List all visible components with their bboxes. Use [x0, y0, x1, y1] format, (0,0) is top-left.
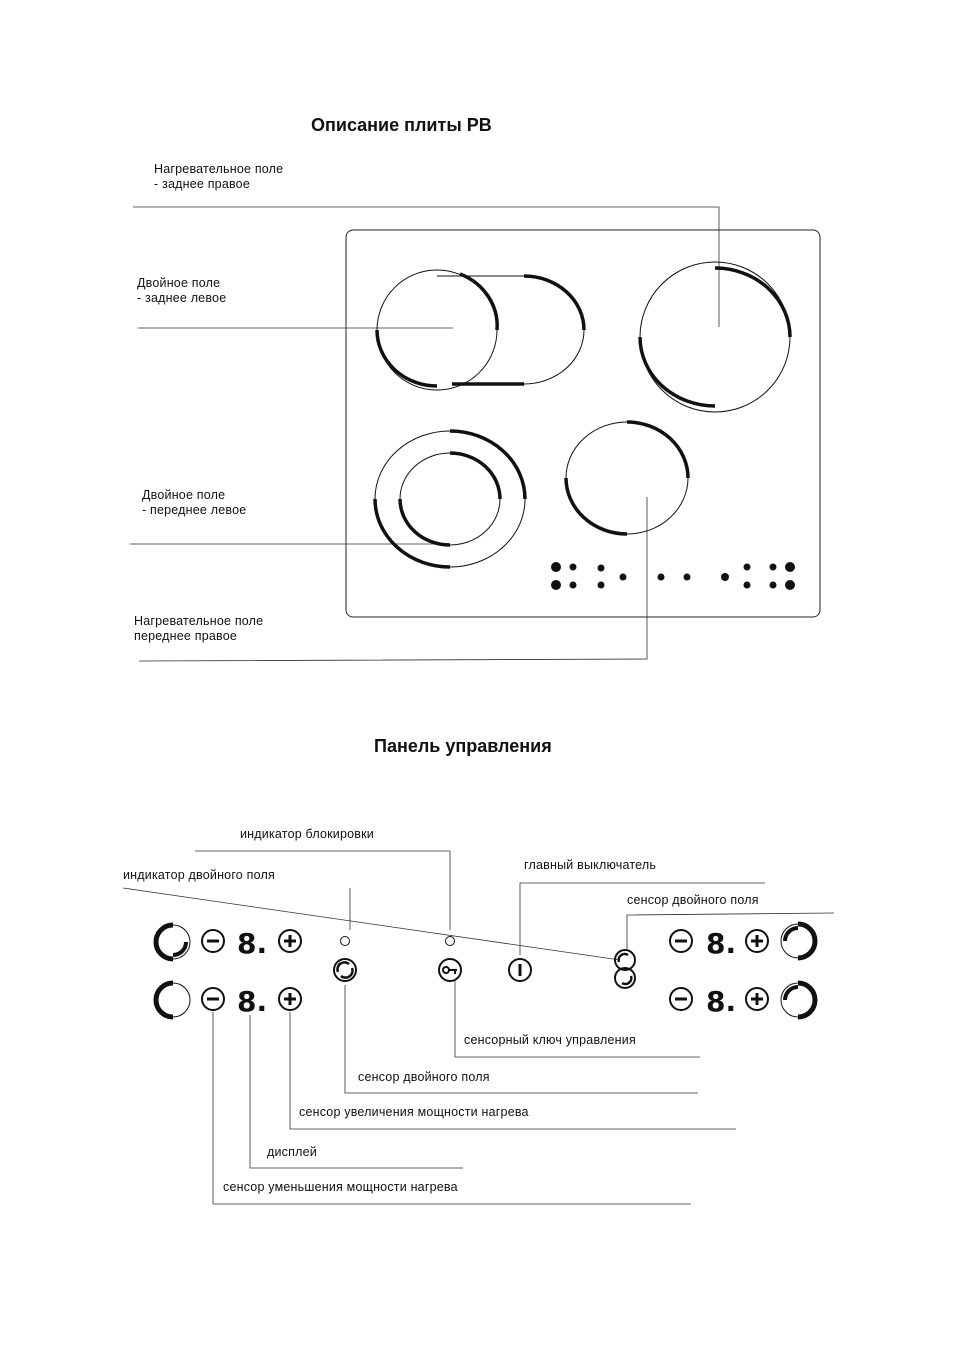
callout-power-down: сенсор уменьшения мощности нагрева	[223, 1180, 458, 1194]
dual-sensor-right	[614, 949, 636, 989]
label-rear-left-line2: - заднее левое	[137, 291, 227, 305]
callout-lock-indicator: индикатор блокировки	[240, 827, 374, 841]
callout-power-up: сенсор увеличения мощности нагрева	[299, 1105, 529, 1119]
callout-dual-sensor: сенсор двойного поля	[358, 1070, 490, 1084]
display-front-right: 8.	[706, 985, 736, 1018]
callout-display: дисплей	[267, 1145, 317, 1159]
display-rear-left: 8.	[237, 927, 267, 960]
zone-icon-rear-right	[780, 921, 818, 961]
zone-front-left-dual	[373, 429, 527, 569]
label-rear-right-line2: - заднее правое	[154, 177, 250, 191]
panel-title: Панель управления	[374, 736, 552, 756]
key-sensor	[438, 958, 462, 982]
plus-sensor-rear-right	[745, 929, 769, 953]
leader-front-right	[138, 497, 648, 662]
zone-icon-front-left	[153, 980, 191, 1020]
zone-icon-front-right	[780, 980, 818, 1020]
zone-icon-rear-left	[153, 922, 191, 962]
minus-sensor-front-right	[669, 987, 693, 1011]
label-front-left-line1: Двойное поле	[142, 488, 226, 502]
display-front-left: 8.	[237, 985, 267, 1018]
hob-title: Описание плиты РВ	[311, 115, 492, 135]
callout-dual-indicator: индикатор двойного поля	[123, 868, 275, 882]
plus-sensor-rear-left	[278, 929, 302, 953]
plus-sensor-front-right	[745, 987, 769, 1011]
label-front-left-line2: - переднее левое	[142, 503, 247, 517]
label-front-left: Двойное поле - переднее левое	[142, 488, 246, 518]
hob-controls	[551, 562, 795, 590]
callout-dual-sensor-right: сенсор двойного поля	[627, 893, 759, 907]
panel-leaders	[122, 850, 835, 1205]
leader-rear-right	[133, 206, 720, 327]
minus-sensor-rear-left	[201, 929, 225, 953]
zone-rear-right	[638, 261, 792, 413]
zone-rear-left-dual	[375, 269, 586, 391]
label-front-right-line1: Нагревательное поле	[134, 614, 264, 628]
dual-indicator-led	[340, 936, 350, 946]
minus-sensor-rear-right	[669, 929, 693, 953]
display-rear-right: 8.	[706, 927, 736, 960]
lock-indicator-led	[445, 936, 455, 946]
label-front-right-line2: переднее правое	[134, 629, 237, 643]
plus-sensor-front-left	[278, 987, 302, 1011]
label-rear-left-line1: Двойное поле	[137, 276, 221, 290]
hob-outline	[345, 229, 821, 618]
label-front-right: Нагревательное поле переднее правое	[134, 614, 263, 644]
label-rear-right: Нагревательное поле - заднее правое	[154, 162, 283, 192]
minus-sensor-front-left	[201, 987, 225, 1011]
dual-sensor-left	[333, 958, 357, 982]
power-switch	[508, 958, 532, 982]
label-rear-right-line1: Нагревательное поле	[154, 162, 284, 176]
callout-main-switch: главный выключатель	[524, 858, 657, 872]
label-rear-left: Двойное поле - заднее левое	[137, 276, 226, 306]
callout-touch-key: сенсорный ключ управления	[464, 1033, 636, 1047]
zone-front-right	[564, 420, 690, 536]
